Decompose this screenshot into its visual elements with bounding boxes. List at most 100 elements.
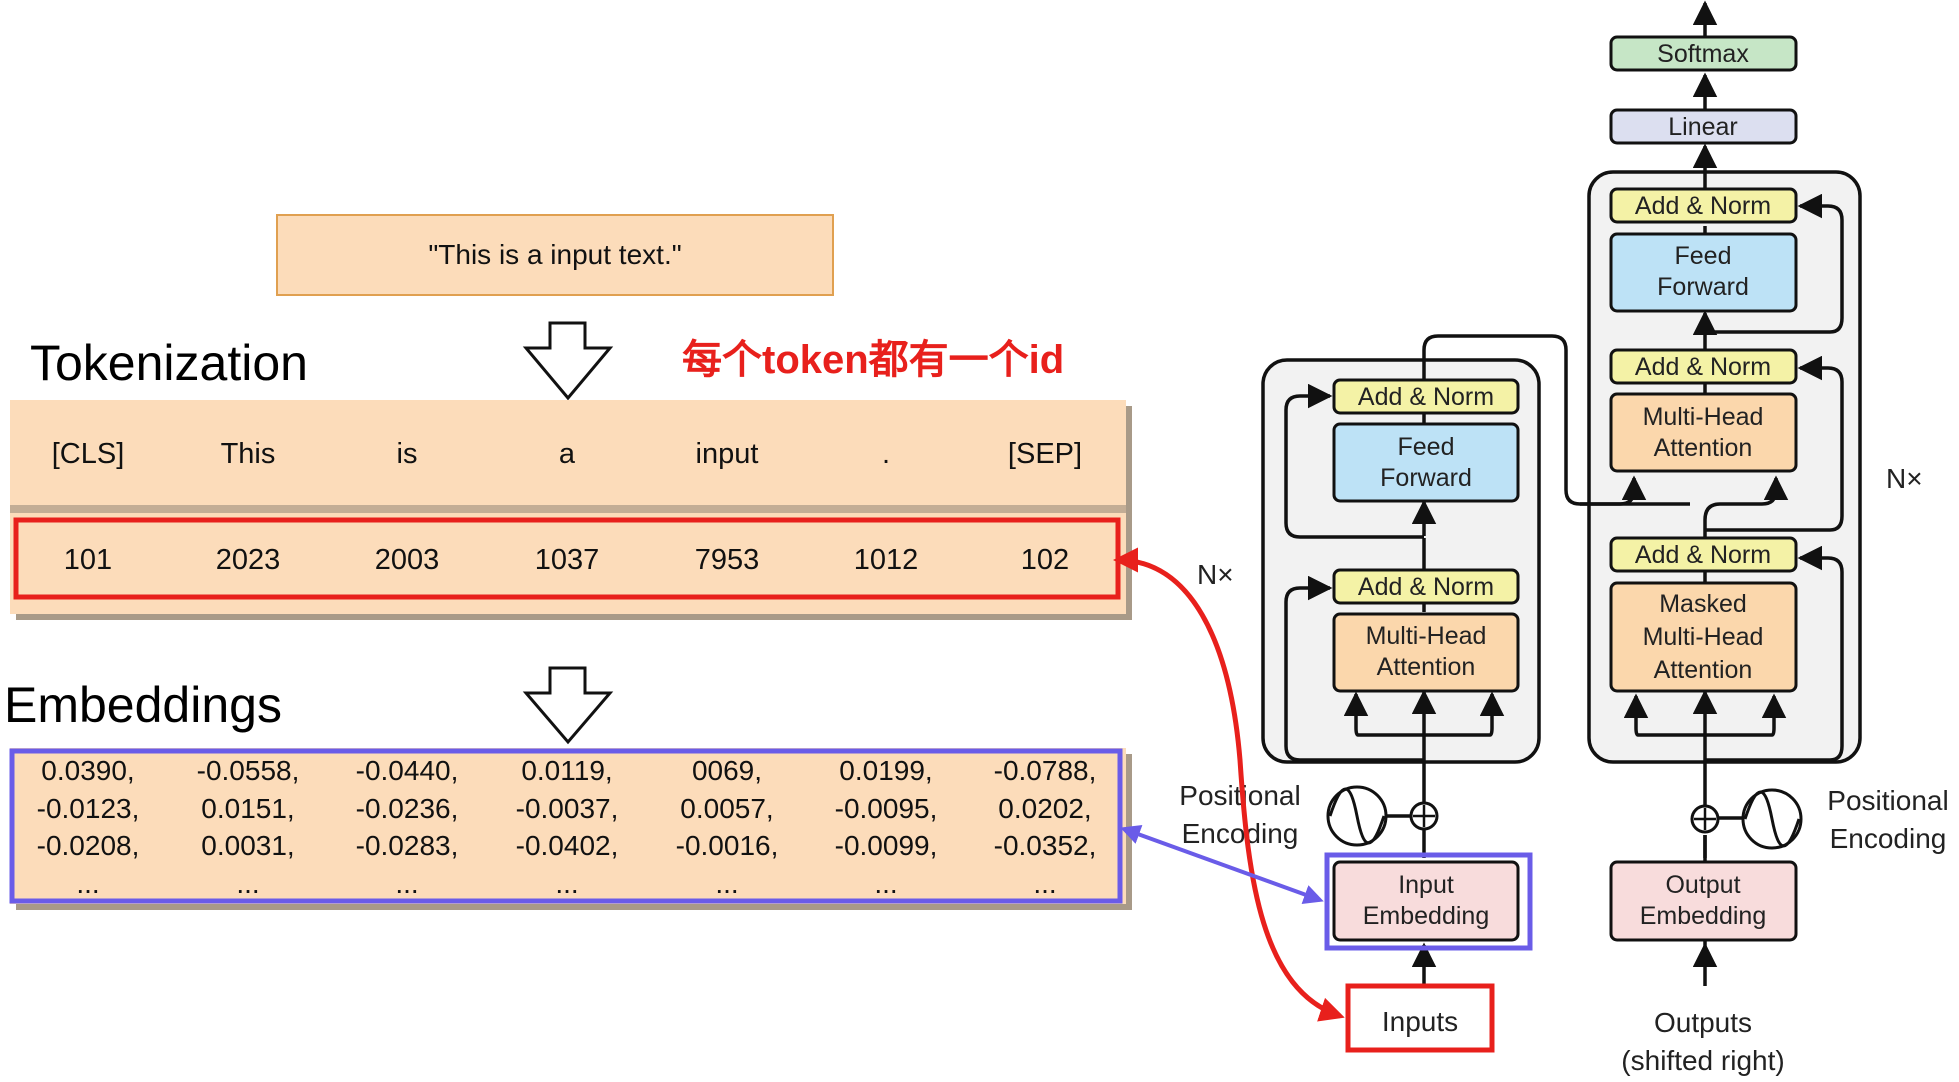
svg-text:Multi-Head: Multi-Head [1643, 623, 1764, 651]
svg-text:Add & Norm: Add & Norm [1635, 353, 1771, 381]
output-embedding-block: Output Embedding [1609, 860, 1798, 942]
embedding-value: -0.0123, [37, 793, 140, 824]
embedding-value: ... [874, 868, 897, 899]
token-row-divider [10, 505, 1126, 513]
token-cell: a [559, 438, 576, 470]
encoder-add-norm-bottom: Add & Norm [1332, 568, 1520, 605]
decoder-positional-encoding-icon [1741, 788, 1803, 850]
decoder-add-icon [1690, 804, 1720, 834]
input-text: "This is a input text." [428, 239, 681, 270]
decoder-positional-encoding-label: Encoding [1830, 823, 1947, 854]
embedding-table-bg [10, 748, 1126, 904]
embedding-value: -0.0440, [356, 755, 459, 786]
token-cell: [CLS] [52, 438, 125, 470]
encoder-nx-label: N× [1197, 559, 1234, 590]
embedding-value: ... [1033, 868, 1056, 899]
embedding-value: 0.0057, [680, 793, 773, 824]
token-id-cell: 2023 [216, 544, 281, 576]
embedding-value: 0.0202, [998, 793, 1091, 824]
token-cell: This [221, 438, 276, 470]
embedding-value: 0.0031, [201, 830, 294, 861]
svg-text:Attention: Attention [1654, 656, 1753, 684]
input-text-group: "This is a input text." [276, 214, 834, 296]
svg-text:Attention: Attention [1654, 434, 1753, 462]
token-cell: input [696, 438, 759, 470]
embedding-value: 0.0390, [41, 755, 134, 786]
decoder-feed-forward: Feed Forward [1609, 232, 1798, 313]
embedding-values: 0.0390, -0.0123, -0.0208,... -0.0558, 0.0151… [37, 755, 1097, 899]
svg-text:Linear: Linear [1668, 113, 1738, 141]
tokenization-heading: Tokenization [30, 335, 308, 391]
token-id-cell: 1037 [535, 544, 600, 576]
encoder-positional-encoding-label: Encoding [1182, 818, 1299, 849]
embedding-value: -0.0236, [356, 793, 459, 824]
encoder-feed-forward: Feed Forward [1332, 422, 1520, 503]
decoder-add-norm-middle: Add & Norm [1609, 348, 1798, 385]
embedding-value: -0.0016, [676, 830, 779, 861]
svg-text:Add & Norm: Add & Norm [1358, 383, 1494, 411]
embedding-value: -0.0095, [835, 793, 938, 824]
embedding-value: 0069, [692, 755, 762, 786]
encoder-add-norm-top: Add & Norm [1332, 378, 1520, 415]
embedding-value: 0.0119, [521, 755, 612, 786]
blue-link-arrow [1120, 825, 1324, 904]
embedding-value: -0.0037, [516, 793, 619, 824]
token-row: [CLS] This is a input. [SEP] [52, 438, 1082, 470]
token-cell: is [397, 438, 418, 470]
embedding-value: -0.0788, [994, 755, 1097, 786]
embedding-value: ... [395, 868, 418, 899]
token-id-note: 每个token都有一个id [682, 338, 1064, 382]
token-id-cell: 2003 [375, 544, 440, 576]
token-cell: [SEP] [1008, 438, 1082, 470]
encoder-stack-frame [1261, 358, 1541, 764]
inputs-label: Inputs [1382, 1006, 1458, 1037]
svg-text:Embedding: Embedding [1363, 902, 1489, 930]
encoder-add-icon [1409, 801, 1439, 831]
token-table: [CLS] This is a input. [SEP] 101 2023 2003 1037 7… [10, 400, 1132, 620]
decoder-masked-multi-head-attention: Masked Multi-Head Attention [1609, 581, 1798, 693]
svg-text:Embedding: Embedding [1640, 902, 1766, 930]
svg-text:Add & Norm: Add & Norm [1358, 573, 1494, 601]
token-id-cell: 7953 [695, 544, 760, 576]
linear-block: Linear [1609, 108, 1798, 145]
encoder-multi-head-attention: Multi-Head Attention [1332, 612, 1520, 693]
decoder-nx-label: N× [1886, 463, 1923, 494]
decoder-multi-head-attention: Multi-Head Attention [1609, 392, 1798, 473]
input-text-box [276, 214, 834, 296]
down-arrow-icon [522, 666, 614, 745]
token-cell: . [882, 438, 890, 470]
embedding-value: ... [76, 868, 99, 899]
embedding-value: -0.0283, [356, 830, 459, 861]
svg-text:Feed: Feed [1675, 242, 1732, 270]
svg-text:Softmax: Softmax [1657, 40, 1749, 68]
embedding-value: -0.0352, [994, 830, 1097, 861]
embedding-value: 0.0151, [201, 793, 294, 824]
svg-text:Masked: Masked [1659, 590, 1747, 618]
svg-text:Multi-Head: Multi-Head [1643, 403, 1764, 431]
embedding-value: ... [236, 868, 259, 899]
token-id-cell: 101 [64, 544, 112, 576]
red-link-arrow [1113, 547, 1345, 1022]
svg-text:Forward: Forward [1657, 273, 1749, 301]
decoder-add-norm-top: Add & Norm [1609, 187, 1798, 224]
embedding-value: -0.0099, [835, 830, 938, 861]
outputs-label: Outputs [1654, 1007, 1752, 1038]
svg-text:Add & Norm: Add & Norm [1635, 192, 1771, 220]
embedding-value: -0.0558, [197, 755, 300, 786]
embeddings-heading: Embeddings [4, 677, 282, 733]
outputs-shifted-label: (shifted right) [1621, 1045, 1784, 1076]
embedding-value: 0.0199, [839, 755, 932, 786]
svg-text:Add & Norm: Add & Norm [1635, 541, 1771, 569]
svg-text:Feed: Feed [1398, 433, 1455, 461]
svg-text:Output: Output [1665, 871, 1740, 899]
encoder-positional-encoding-icon [1326, 785, 1388, 847]
svg-text:Multi-Head: Multi-Head [1366, 622, 1487, 650]
embedding-value: -0.0208, [37, 830, 140, 861]
decoder-positional-encoding-label: Positional [1827, 785, 1948, 816]
input-embedding-block: Input Embedding [1332, 860, 1520, 942]
embedding-value: ... [555, 868, 578, 899]
embedding-value: ... [715, 868, 738, 899]
inputs-box [1345, 983, 1495, 1053]
